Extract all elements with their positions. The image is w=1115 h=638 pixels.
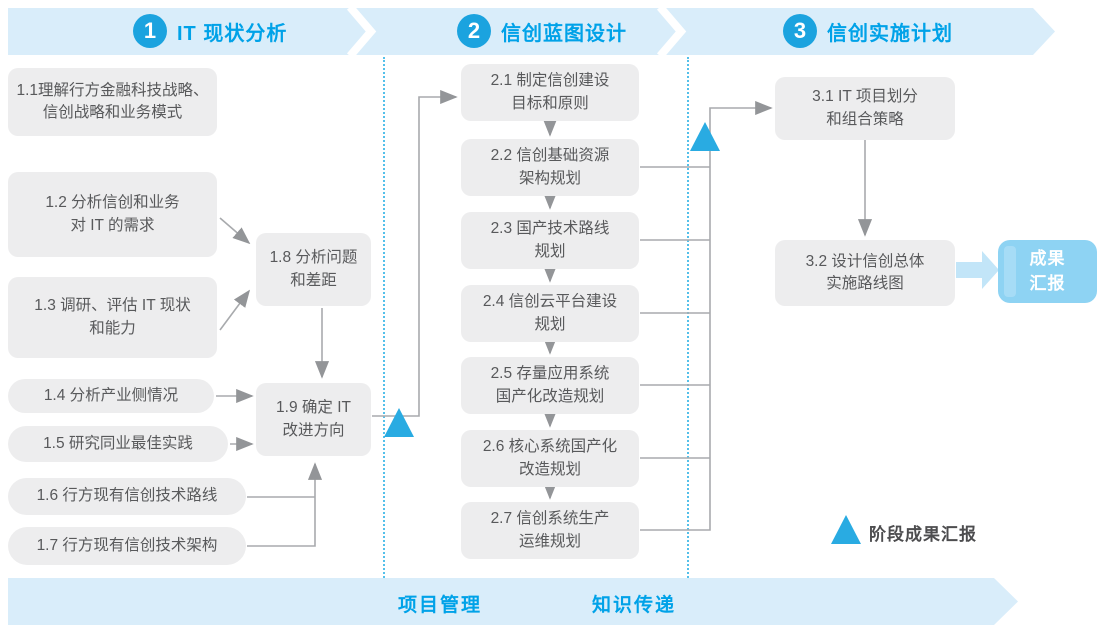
phase-title: 信创蓝图设计 [501,22,627,45]
node-1-1: 1.1理解行方金融科技战略、 信创战略和业务模式 [8,68,217,136]
milestone-triangle-icon [384,408,414,437]
node-2-1: 2.1 制定信创建设 目标和原则 [461,64,639,121]
legend-triangle-icon [831,515,861,544]
node-1-3: 1.3 调研、评估 IT 现状 和能力 [8,277,217,358]
phase-2-header: 2 信创蓝图设计 [457,13,627,49]
node-2-6: 2.6 核心系统国产化 改造规划 [461,430,639,487]
bottom-banner-band [8,578,1018,625]
chevron-separator-icon [346,5,377,58]
node-2-7: 2.7 信创系统生产 运维规划 [461,502,639,559]
milestone-triangle-icon [690,122,720,151]
node-1-5: 1.5 研究同业最佳实践 [8,426,228,462]
footer-label-project-management: 项目管理 [398,595,483,616]
node-2-4: 2.4 信创云平台建设 规划 [461,285,639,342]
top-banner-band [8,8,1055,55]
node-3-1: 3.1 IT 项目划分 和组合策略 [775,77,955,140]
node-1-9: 1.9 确定 IT 改进方向 [256,383,371,456]
node-3-2: 3.2 设计信创总体 实施路线图 [775,240,955,306]
phase-divider-line [687,57,689,578]
node-1-2: 1.2 分析信创和业务 对 IT 的需求 [8,172,217,257]
node-1-8: 1.8 分析问题 和差距 [256,233,371,306]
legend-label: 阶段成果汇报 [869,525,977,544]
phase-divider-line [383,57,385,578]
footer-label-knowledge-transfer: 知识传递 [592,595,677,616]
node-2-5: 2.5 存量应用系统 国产化改造规划 [461,357,639,414]
phase-number-badge: 3 [783,14,817,48]
chevron-separator-icon [656,5,687,58]
phase-number-badge: 1 [133,14,167,48]
node-1-4: 1.4 分析产业侧情况 [8,379,214,413]
node-2-3: 2.3 国产技术路线 规划 [461,212,639,269]
phase-number-badge: 2 [457,14,491,48]
phase-title: 信创实施计划 [827,22,953,45]
phase-title: IT 现状分析 [177,22,288,45]
node-1-7: 1.7 行方现有信创技术架构 [8,527,246,565]
node-2-2: 2.2 信创基础资源 架构规划 [461,139,639,196]
outcome-box-highlight [1004,246,1016,297]
outcome-arrow-icon [956,251,999,289]
node-1-6: 1.6 行方现有信创技术路线 [8,478,246,515]
phase-3-header: 3 信创实施计划 [783,13,953,49]
phase-1-header: 1 IT 现状分析 [133,13,287,49]
